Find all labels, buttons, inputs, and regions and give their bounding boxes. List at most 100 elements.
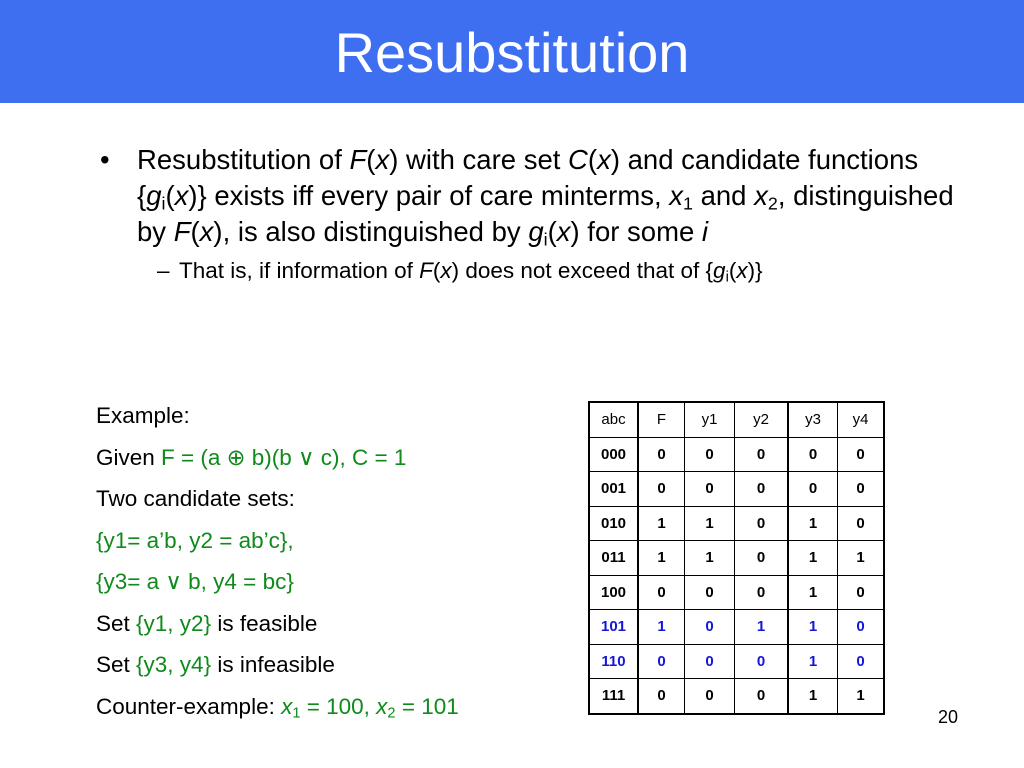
table-cell: 1 [787,678,838,714]
sub-bullet-text: g [713,258,726,283]
bullet-text: )} exists iff every pair of care minterm… [188,180,670,211]
table-cell: 0 [837,505,885,541]
sub-bullet-text: F [419,258,433,283]
bullet-text: g [146,180,162,211]
table-cell: 010 [588,505,639,541]
bullet-text: ( [587,144,598,175]
candidate-set-2: {y3= a ∨ b, y4 = bc} [96,569,294,594]
given-label: Given [96,444,162,470]
counter-value: = 101 [395,693,459,719]
table-cell: 1 [734,609,789,645]
infeasible-suffix: is infeasible [211,652,335,677]
feasible-set: {y1, y2} [136,610,212,636]
set-word: Set [96,610,137,636]
given-expression: F = (a ⊕ b)(b ∨ c), C = 1 [161,444,407,470]
table-cell: 0 [734,471,789,507]
bullet-text: ) with care set [389,144,569,175]
table-cell: 0 [837,436,885,472]
table-cell: y4 [837,401,885,438]
bullet-text: , distinguished by [137,180,954,247]
bullet-subscript: i [161,193,166,214]
table-cell: y2 [734,401,789,438]
table-cell: 1 [787,540,838,576]
bullet-text: ( [190,216,200,247]
bullet-text: i [701,216,709,247]
table-cell: 000 [588,436,639,472]
table-cell: 1 [787,505,838,541]
sub-bullet: –That is, if information of F(x) does no… [100,256,990,286]
bullet-subscript: 2 [767,193,778,214]
table-cell: 0 [837,609,885,645]
slide-title: Resubstitution [334,21,690,84]
page-number: 20 [938,707,959,727]
table-cell: 0 [637,471,685,507]
table-cell: 0 [684,574,735,610]
bullet-text: x [754,180,768,211]
counter-var: x [376,693,388,719]
table-cell: 1 [837,540,885,576]
sub-bullet-text: )} [747,258,763,283]
bullet-text: C [568,144,588,175]
table-cell: 0 [734,574,789,610]
table-cell: 0 [734,643,789,679]
counter-var: x [281,693,293,719]
bullet-marker: • [100,144,110,175]
example-heading: Example: [96,403,190,428]
table-cell: 0 [684,471,735,507]
table-cell: 0 [787,436,838,472]
sub-bullet-text: ( [432,258,441,283]
table-cell: 1 [837,678,885,714]
table-cell: 1 [684,505,735,541]
given-line: Given F = (a ⊕ b)(b ∨ c), C = 1 [96,442,566,484]
counter-values: x1 = 100, x2 = 101 [281,693,459,721]
infeasible-set: {y3, y4} [136,652,212,677]
sub-bullet-text: That is, if information of [179,258,420,283]
bullet-text: ( [366,144,376,175]
bullet-text: ( [547,216,557,247]
sub-bullet-text: ( [728,258,737,283]
candidates-label: Two candidate sets: [96,486,295,511]
sub-bullet-marker: – [157,258,170,283]
sub-bullet-text: x [440,258,452,283]
table-cell: 0 [787,471,838,507]
table-cell: 100 [588,574,639,610]
feasible-suffix: is feasible [211,610,318,636]
bullet-text: x [199,216,214,247]
table-cell: 1 [637,540,685,576]
table-cell: y1 [684,401,735,438]
table-cell: 0 [837,643,885,679]
table-cell: 0 [637,678,685,714]
set-word: Set [96,652,137,677]
table-cell: abc [588,401,639,438]
table-cell: 0 [734,678,789,714]
sub-bullet-text: x [736,258,748,283]
bullet-text: F [349,144,367,175]
bullet-subscript: i [543,229,548,250]
bullet-text: and [692,180,755,211]
table-cell: 1 [637,609,685,645]
table-cell: 0 [684,643,735,679]
bullet-text: ), is also distinguished by [213,216,529,247]
bullet-subscript: 1 [683,193,693,214]
bullet-text: g [528,216,544,247]
table-cell: 001 [588,471,639,507]
bullet-text: x [597,144,611,175]
main-bullet: •Resubstitution of F(x) with care set C(… [100,142,990,250]
bullet-section: •Resubstitution of F(x) with care set C(… [100,142,990,286]
table-cell: 0 [684,436,735,472]
table-cell: 0 [637,574,685,610]
candidate-set-1: {y1= a’b, y2 = ab’c}, [96,527,294,553]
bullet-text: ) and candidate functions { [137,144,919,211]
counter-example-line: Counter-example: x1 = 100, x2 = 101 [96,691,566,733]
table-cell: 0 [637,643,685,679]
